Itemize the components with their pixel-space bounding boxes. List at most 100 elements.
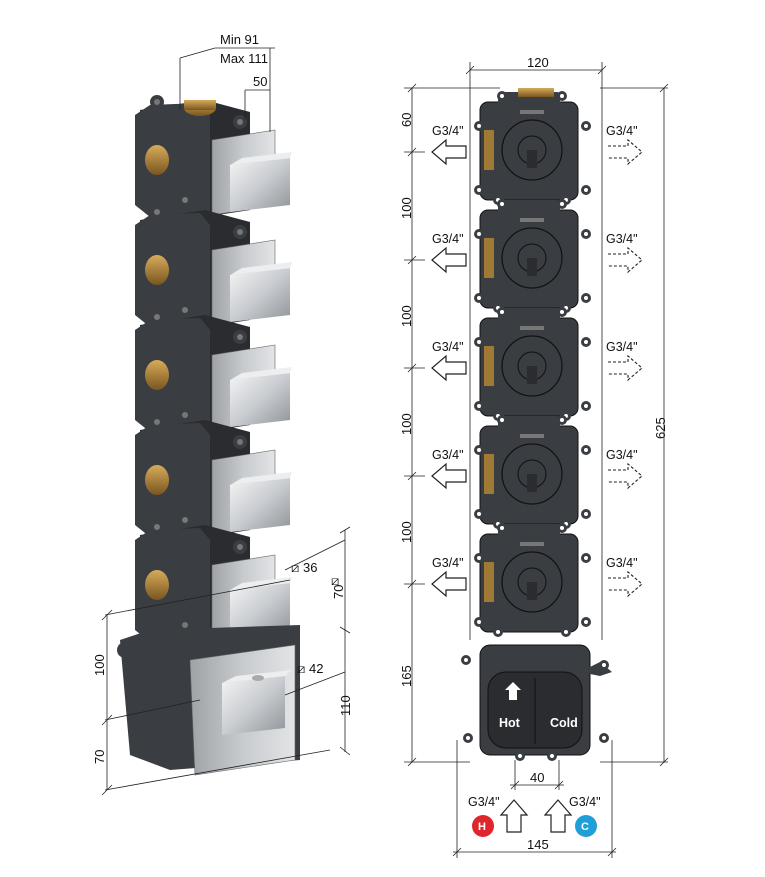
iso-lug-hole-icon: [237, 119, 243, 125]
iso-lug-hole-icon: [182, 197, 188, 203]
iso-handle-top: [230, 472, 292, 485]
outlet-left-arrow-icon: [431, 354, 467, 382]
iso-brass-fitting-icon: [145, 360, 169, 390]
iso-module-2: [135, 205, 292, 330]
front-hot-text: Hot: [499, 716, 521, 730]
front-module-2: [474, 199, 591, 313]
dim-width-120: 120: [527, 55, 549, 70]
iso-lug-hole-icon: [154, 209, 160, 215]
iso-module-body: [135, 318, 210, 432]
screw-hole-icon: [477, 404, 481, 408]
dim-min: Min 91: [220, 32, 259, 47]
hot-badge-icon: [472, 815, 494, 837]
iso-module-body: [135, 213, 210, 327]
front-module-1: [474, 91, 591, 205]
dim-spacing-70: 70: [92, 750, 107, 764]
screw-hole-icon: [477, 340, 481, 344]
screw-hole-icon: [500, 94, 504, 98]
iso-lug-hole-icon: [154, 314, 160, 320]
dim-plate-110: 110: [338, 695, 353, 716]
front-label-strip: [520, 326, 544, 330]
front-view: Hot Cold: [461, 88, 612, 761]
outlet-right-arrow-icon: [608, 246, 643, 274]
screw-hole-icon: [477, 448, 481, 452]
dim-plate-70-symbol: ⧄: [331, 573, 339, 588]
hot-inlet-arrow-icon: [499, 799, 529, 833]
iso-module-body: [135, 528, 210, 642]
outlet-left-thread-label-5: G3/4": [432, 556, 464, 570]
dim-pitch-2: 100: [399, 305, 414, 327]
front-valve-ring-icon: [501, 443, 563, 505]
screw-hole-icon: [466, 736, 470, 740]
screw-hole-icon: [602, 736, 606, 740]
iso-large-handle-front: [222, 676, 285, 735]
outlet-right-arrow-icon: [608, 570, 643, 598]
screw-hole-icon: [602, 663, 606, 667]
screw-hole-icon: [584, 404, 588, 408]
dim-offset-60: 60: [399, 113, 414, 127]
outlet-right-arrow-icon: [608, 354, 643, 382]
dim-plate-42: 42: [309, 661, 323, 676]
outlet-left-thread-label-4: G3/4": [432, 448, 464, 462]
iso-module-body: [135, 103, 210, 217]
hot-thread-label: G3/4": [468, 795, 500, 809]
screw-hole-icon: [584, 296, 588, 300]
dim-pitch-1: 100: [399, 197, 414, 219]
outlet-right-thread-label-5: G3/4": [606, 556, 638, 570]
iso-module-body: [135, 423, 210, 537]
outlet-right-arrow-icon: [608, 462, 643, 490]
screw-hole-icon: [564, 630, 568, 634]
front-label-strip: [520, 110, 544, 114]
iso-handle-top: [230, 577, 292, 590]
outlet-left-arrow-icon: [431, 570, 467, 598]
screw-hole-icon: [550, 754, 554, 758]
iso-module-5: [135, 520, 292, 645]
iso-module-1: [135, 95, 292, 220]
dim-bottom-165: 165: [399, 665, 414, 687]
cold-thread-label: G3/4": [569, 795, 601, 809]
front-valve-stem: [527, 366, 537, 384]
screw-hole-icon: [477, 124, 481, 128]
screw-hole-icon: [500, 526, 504, 530]
outlet-right-thread-label-1: G3/4": [606, 124, 638, 138]
front-valve-ring-icon: [501, 227, 563, 289]
outlet-right-thread-label-3: G3/4": [606, 340, 638, 354]
dim-plate-36: 36: [303, 560, 317, 575]
cold-inlet-arrow-icon: [543, 799, 573, 833]
iso-brass-fitting-icon: [145, 465, 169, 495]
screw-hole-icon: [477, 296, 481, 300]
front-hot-flow-arrow-icon: [505, 682, 521, 700]
front-module-top-tab: [498, 524, 560, 538]
front-cold-text: Cold: [550, 716, 578, 730]
dim-inlet-40: 40: [530, 770, 544, 785]
front-valve-stem: [527, 258, 537, 276]
screw-hole-icon: [496, 630, 500, 634]
iso-lug-hole-icon: [182, 622, 188, 628]
front-valve-stem: [527, 582, 537, 600]
screw-hole-icon: [477, 556, 481, 560]
screw-hole-icon: [584, 512, 588, 516]
front-brass-fitting-icon: [484, 562, 494, 602]
dim-pitch-4: 100: [399, 521, 414, 543]
dim-height-625: 625: [653, 417, 668, 439]
iso-module-3: [135, 310, 292, 435]
iso-lug-hole-icon: [237, 334, 243, 340]
dim-plate-70: 70: [331, 585, 346, 599]
iso-handle-front: [230, 268, 290, 322]
dim-plate-42-symbol: ⧄: [297, 661, 305, 676]
screw-hole-icon: [518, 754, 522, 758]
iso-lug-hole-icon: [182, 307, 188, 313]
screw-hole-icon: [477, 620, 481, 624]
front-module-top-tab: [498, 416, 560, 430]
front-label-strip: [520, 542, 544, 546]
iso-top-nut-body: [184, 100, 216, 110]
dim-width-50: 50: [253, 74, 267, 89]
dim-width-145: 145: [527, 837, 549, 852]
front-top-nut-icon: [518, 88, 554, 97]
iso-brass-fitting-icon: [145, 255, 169, 285]
screw-hole-icon: [584, 232, 588, 236]
right-dimensions: 120 625 60 100 100 100 100 165: [399, 55, 669, 858]
outlet-left-arrow-icon: [431, 462, 467, 490]
